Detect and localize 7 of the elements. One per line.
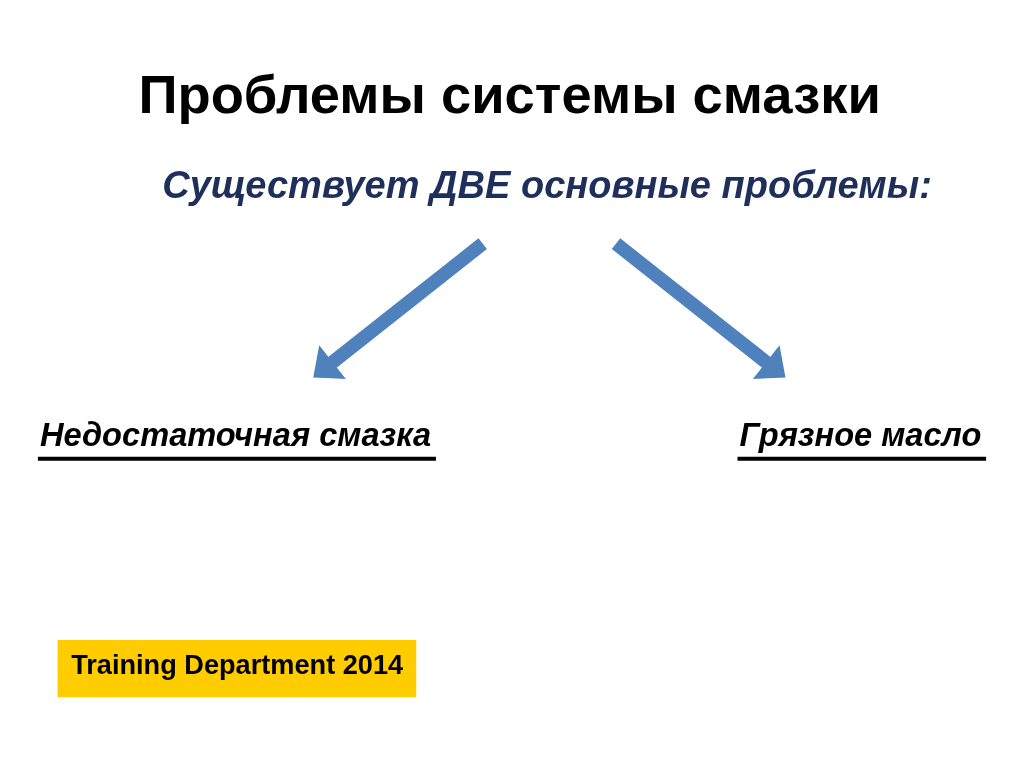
diagram-title: Проблемы системы смазки xyxy=(138,63,881,125)
arrow xyxy=(611,237,786,379)
node-text: Недостаточная смазка xyxy=(39,415,432,453)
node-text: Грязное масло xyxy=(739,415,982,453)
label: Training Department 2014 xyxy=(71,648,404,680)
node-text: Существует ДВЕ основные проблемы: xyxy=(162,163,932,206)
arrow xyxy=(313,237,487,379)
